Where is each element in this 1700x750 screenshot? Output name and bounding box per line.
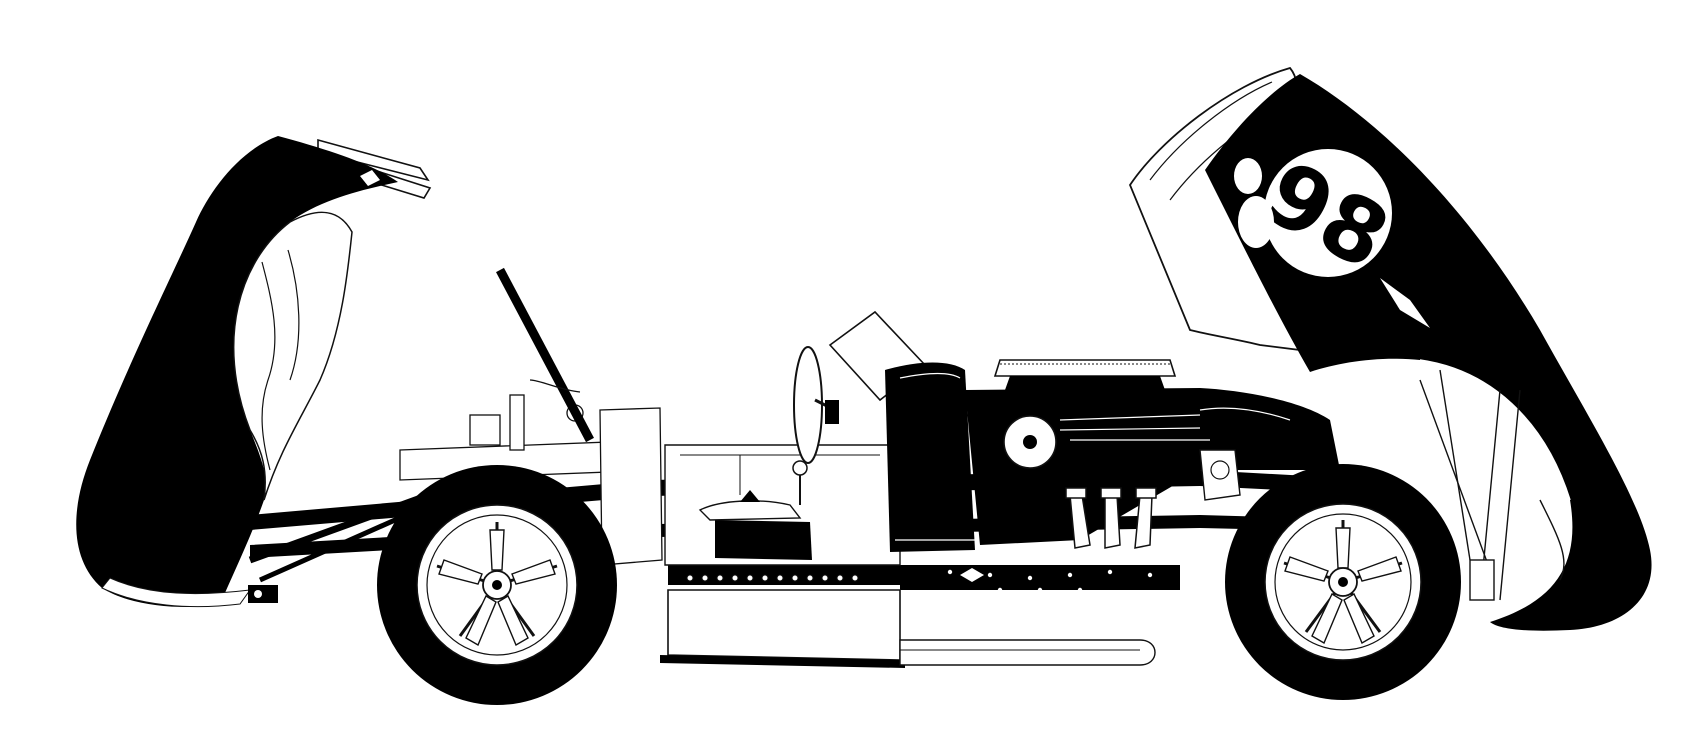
rear-wheel: [377, 465, 617, 705]
front-suspension: [1419, 369, 1565, 601]
cockpit: [664, 310, 975, 566]
engine: [965, 359, 1340, 549]
front-wheel: [1225, 464, 1461, 700]
rear-body-shell: [76, 136, 432, 608]
front-body-shell: 98: [1128, 66, 1652, 631]
